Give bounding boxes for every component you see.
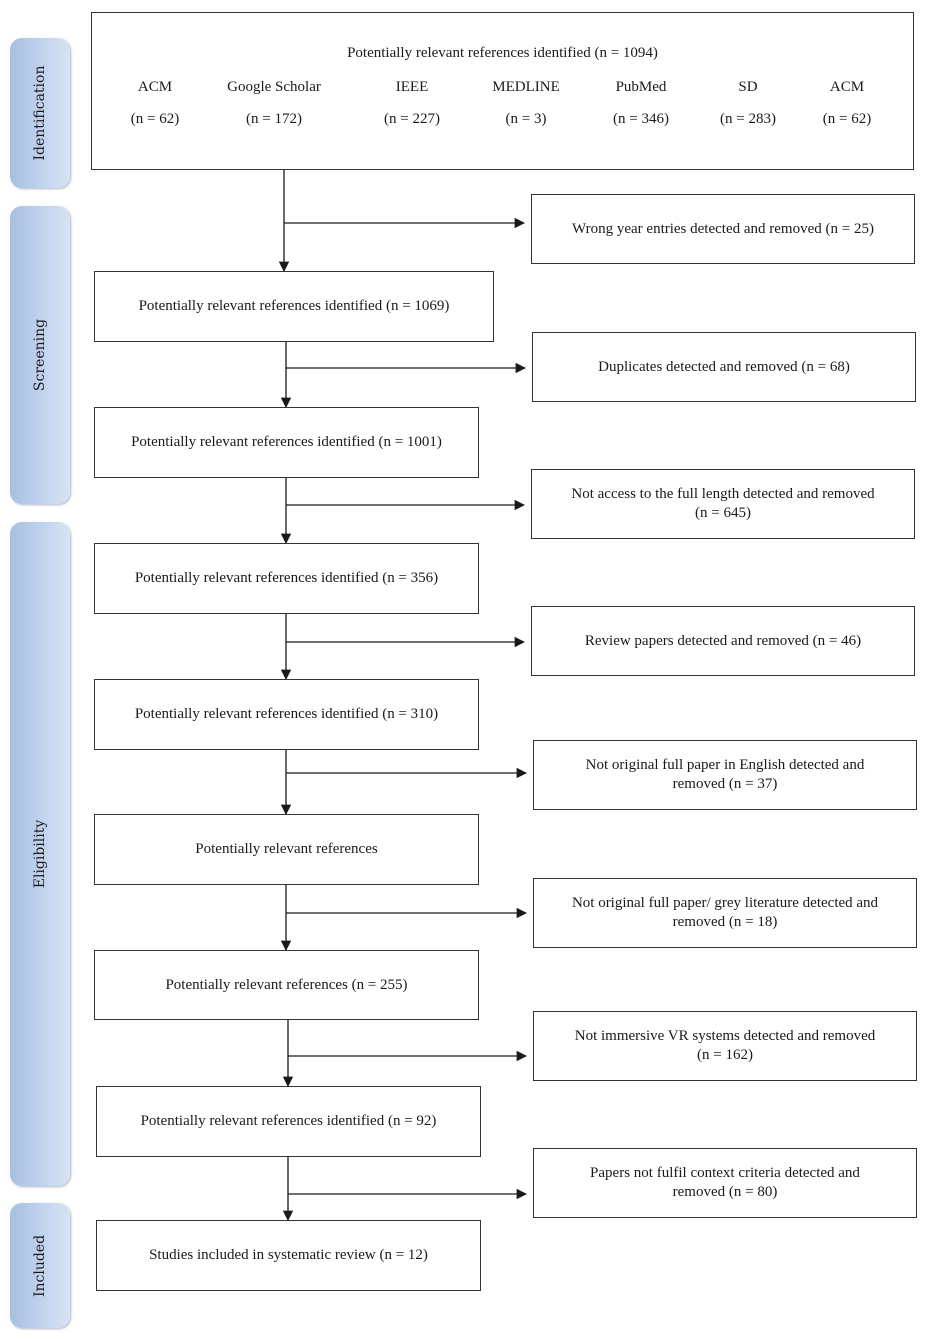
phase-screening: Screening	[10, 206, 70, 504]
flow-box-4: Potentially relevant references identifi…	[94, 679, 479, 750]
exclusion-box-1: Wrong year entries detected and removed …	[531, 194, 915, 264]
source-count: (n = 346)	[613, 111, 669, 127]
source-count: (n = 62)	[130, 111, 180, 127]
flow-box-text: Potentially relevant references identifi…	[138, 298, 450, 314]
flow-box-8-included: Studies included in systematic review (n…	[96, 1220, 481, 1291]
exclusion-text-2: removed (n = 18)	[672, 914, 778, 930]
exclusion-text: Not original full paper in English detec…	[585, 757, 865, 773]
source-name: SD	[738, 79, 758, 95]
exclusion-box-3: Not access to the full length detected a…	[531, 469, 915, 539]
phase-included: Included	[10, 1203, 70, 1328]
exclusion-text: Not original full paper/ grey literature…	[571, 895, 879, 911]
exclusion-text: Duplicates detected and removed (n = 68)	[598, 358, 850, 375]
exclusion-box-7: Not immersive VR systems detected and re…	[533, 1011, 917, 1081]
exclusion-text: Wrong year entries detected and removed …	[572, 220, 874, 237]
exclusion-text-2: removed (n = 37)	[672, 776, 778, 792]
flow-box-1: Potentially relevant references identifi…	[94, 271, 494, 342]
exclusion-text-2: (n = 162)	[697, 1047, 753, 1063]
source-count: (n = 172)	[246, 111, 302, 127]
phase-identification: Identification	[10, 38, 70, 188]
flow-box-text: Potentially relevant references (n = 255…	[165, 976, 408, 993]
flow-box-text: Potentially relevant references identifi…	[140, 1113, 437, 1129]
exclusion-box-6: Not original full paper/ grey literature…	[533, 878, 917, 948]
exclusion-text: Review papers detected and removed (n = …	[584, 632, 862, 649]
exclusion-box-5: Not original full paper in English detec…	[533, 740, 917, 810]
exclusion-text-2: (n = 645)	[695, 505, 751, 521]
flow-box-text: Potentially relevant references identifi…	[134, 706, 439, 722]
flow-box-5: Potentially relevant references	[94, 814, 479, 885]
flow-box-text: Potentially relevant references	[195, 841, 378, 857]
source-count: (n = 3)	[505, 111, 547, 127]
source-count: (n = 62)	[822, 111, 872, 127]
flow-box-2: Potentially relevant references identifi…	[94, 407, 479, 478]
flow-box-3: Potentially relevant references identifi…	[94, 543, 479, 614]
source-name: ACM	[829, 79, 865, 95]
flow-box-text: Potentially relevant references identifi…	[134, 570, 439, 586]
source-name: PubMed	[615, 79, 667, 95]
identification-title: Potentially relevant references identifi…	[347, 45, 658, 61]
flow-box-text: Studies included in systematic review (n…	[149, 1247, 428, 1263]
flow-box-6: Potentially relevant references (n = 255…	[94, 950, 479, 1020]
exclusion-text: Papers not fulfil context criteria detec…	[590, 1165, 860, 1181]
source-count: (n = 283)	[720, 111, 776, 127]
source-name: IEEE	[395, 79, 429, 95]
exclusion-text: Not access to the full length detected a…	[571, 486, 875, 502]
exclusion-text-2: removed (n = 80)	[672, 1184, 778, 1200]
phase-eligibility: Eligibility	[10, 522, 70, 1186]
flow-box-7: Potentially relevant references identifi…	[96, 1086, 481, 1157]
flow-box-text: Potentially relevant references identifi…	[131, 434, 442, 450]
identification-box: Potentially relevant references identifi…	[91, 12, 914, 170]
exclusion-box-4: Review papers detected and removed (n = …	[531, 606, 915, 676]
source-name: Google Scholar	[227, 79, 321, 95]
source-count: (n = 227)	[384, 111, 440, 127]
exclusion-text: Not immersive VR systems detected and re…	[574, 1028, 876, 1044]
source-name: MEDLINE	[492, 79, 560, 95]
exclusion-box-8: Papers not fulfil context criteria detec…	[533, 1148, 917, 1218]
exclusion-box-2: Duplicates detected and removed (n = 68)	[532, 332, 916, 402]
source-name: ACM	[137, 79, 173, 95]
